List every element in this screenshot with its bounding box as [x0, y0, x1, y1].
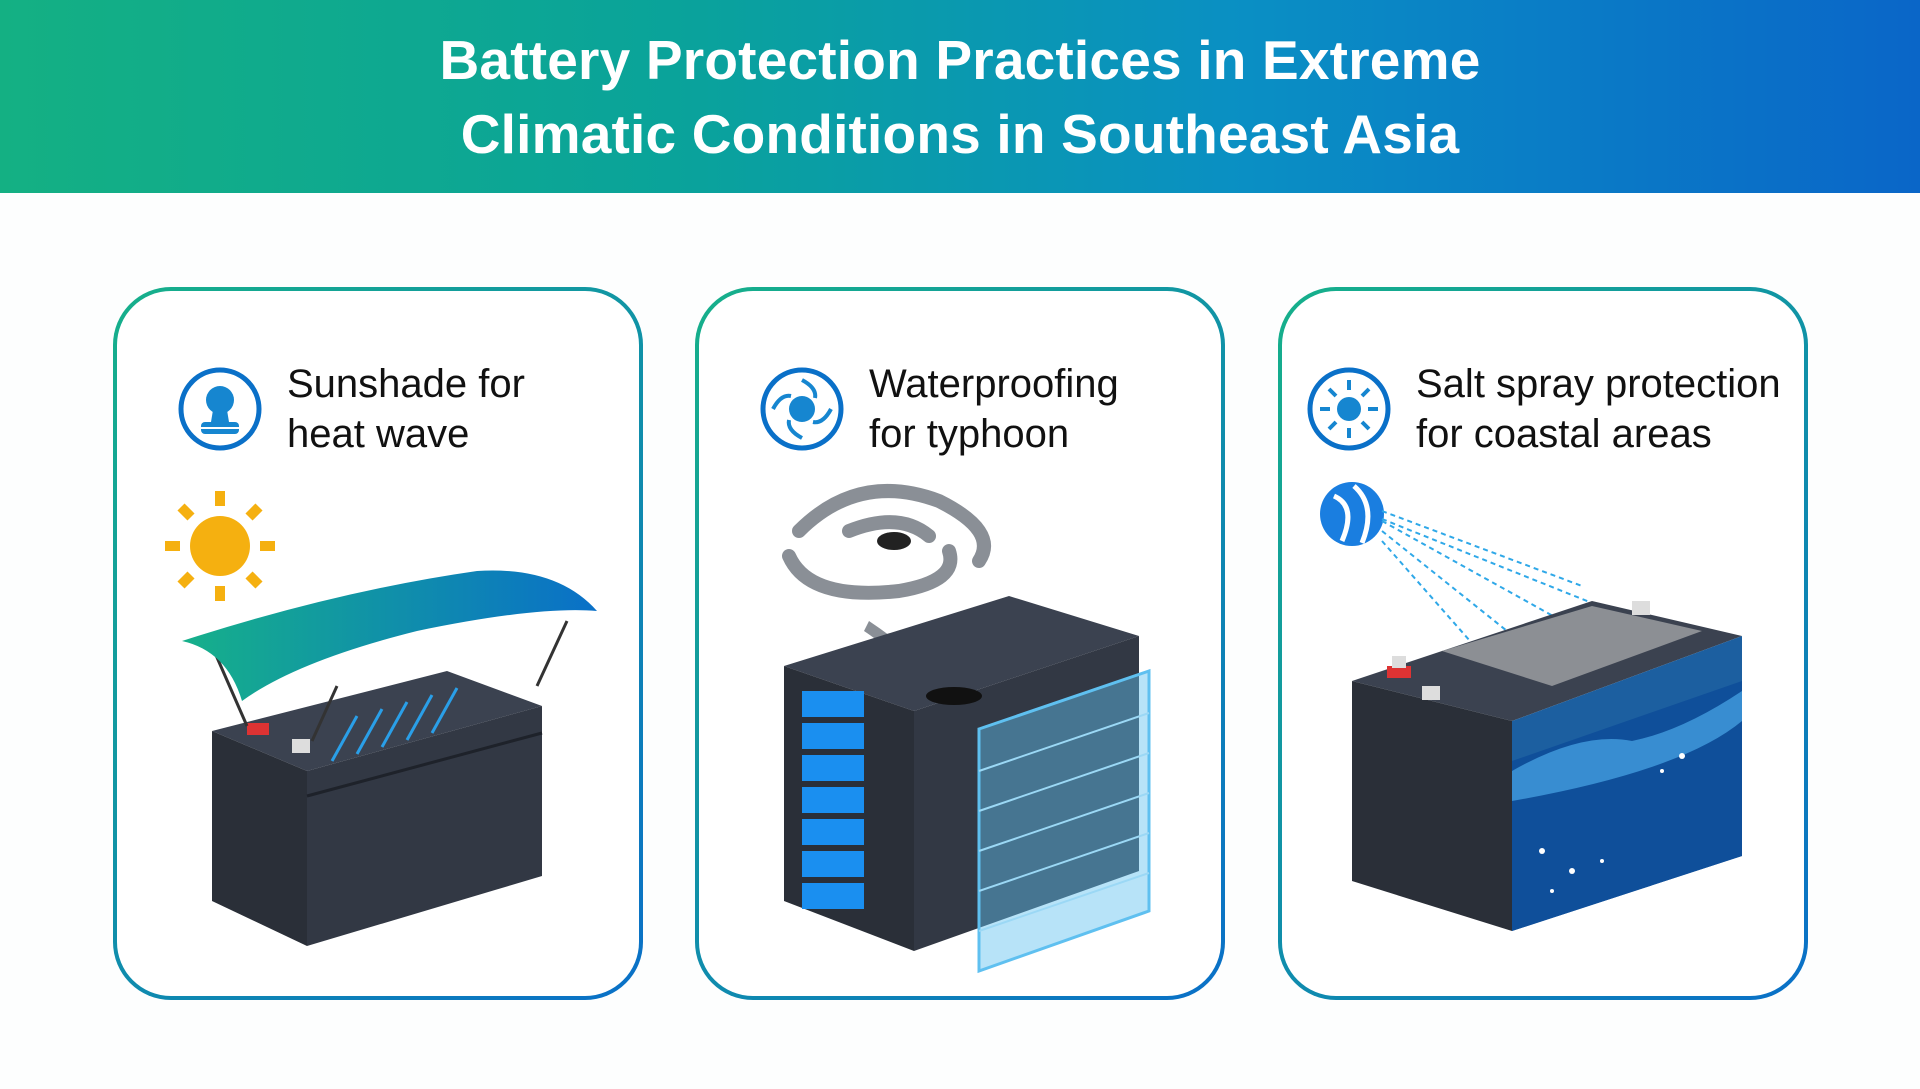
card-label: Sunshade for heat wave — [287, 359, 525, 459]
card-salt-spray: Salt spray protection for coastal areas — [1278, 287, 1808, 1000]
sun-spray-icon — [1307, 367, 1391, 451]
card-waterproofing: Waterproofing for typhoon — [695, 287, 1225, 1000]
typhoon-swirl-icon — [782, 484, 991, 600]
battery-sunshade-illustration — [165, 491, 597, 946]
title-line-2: Climatic Conditions in Southeast Asia — [460, 102, 1460, 165]
card-label: Waterproofing for typhoon — [869, 359, 1119, 459]
title-line-1: Battery Protection Practices in Extreme — [439, 28, 1481, 91]
label-line-2: heat wave — [287, 412, 470, 456]
label-line-1: Waterproofing — [869, 362, 1119, 406]
battery-typhoon-illustration — [782, 484, 1151, 974]
label-line-1: Sunshade for — [287, 362, 525, 406]
label-line-2: for typhoon — [869, 412, 1070, 456]
sunshade-person-icon — [178, 367, 262, 451]
spray-nozzle-icon — [1320, 482, 1384, 546]
card-sunshade: Sunshade for heat wave — [113, 287, 643, 1000]
label-line-2: for coastal areas — [1416, 412, 1712, 456]
typhoon-icon — [760, 367, 844, 451]
label-line-1: Salt spray protection — [1416, 362, 1781, 406]
battery-salt-spray-illustration — [1320, 482, 1742, 931]
sun-icon — [165, 491, 275, 601]
card-label: Salt spray protection for coastal areas — [1416, 359, 1781, 459]
